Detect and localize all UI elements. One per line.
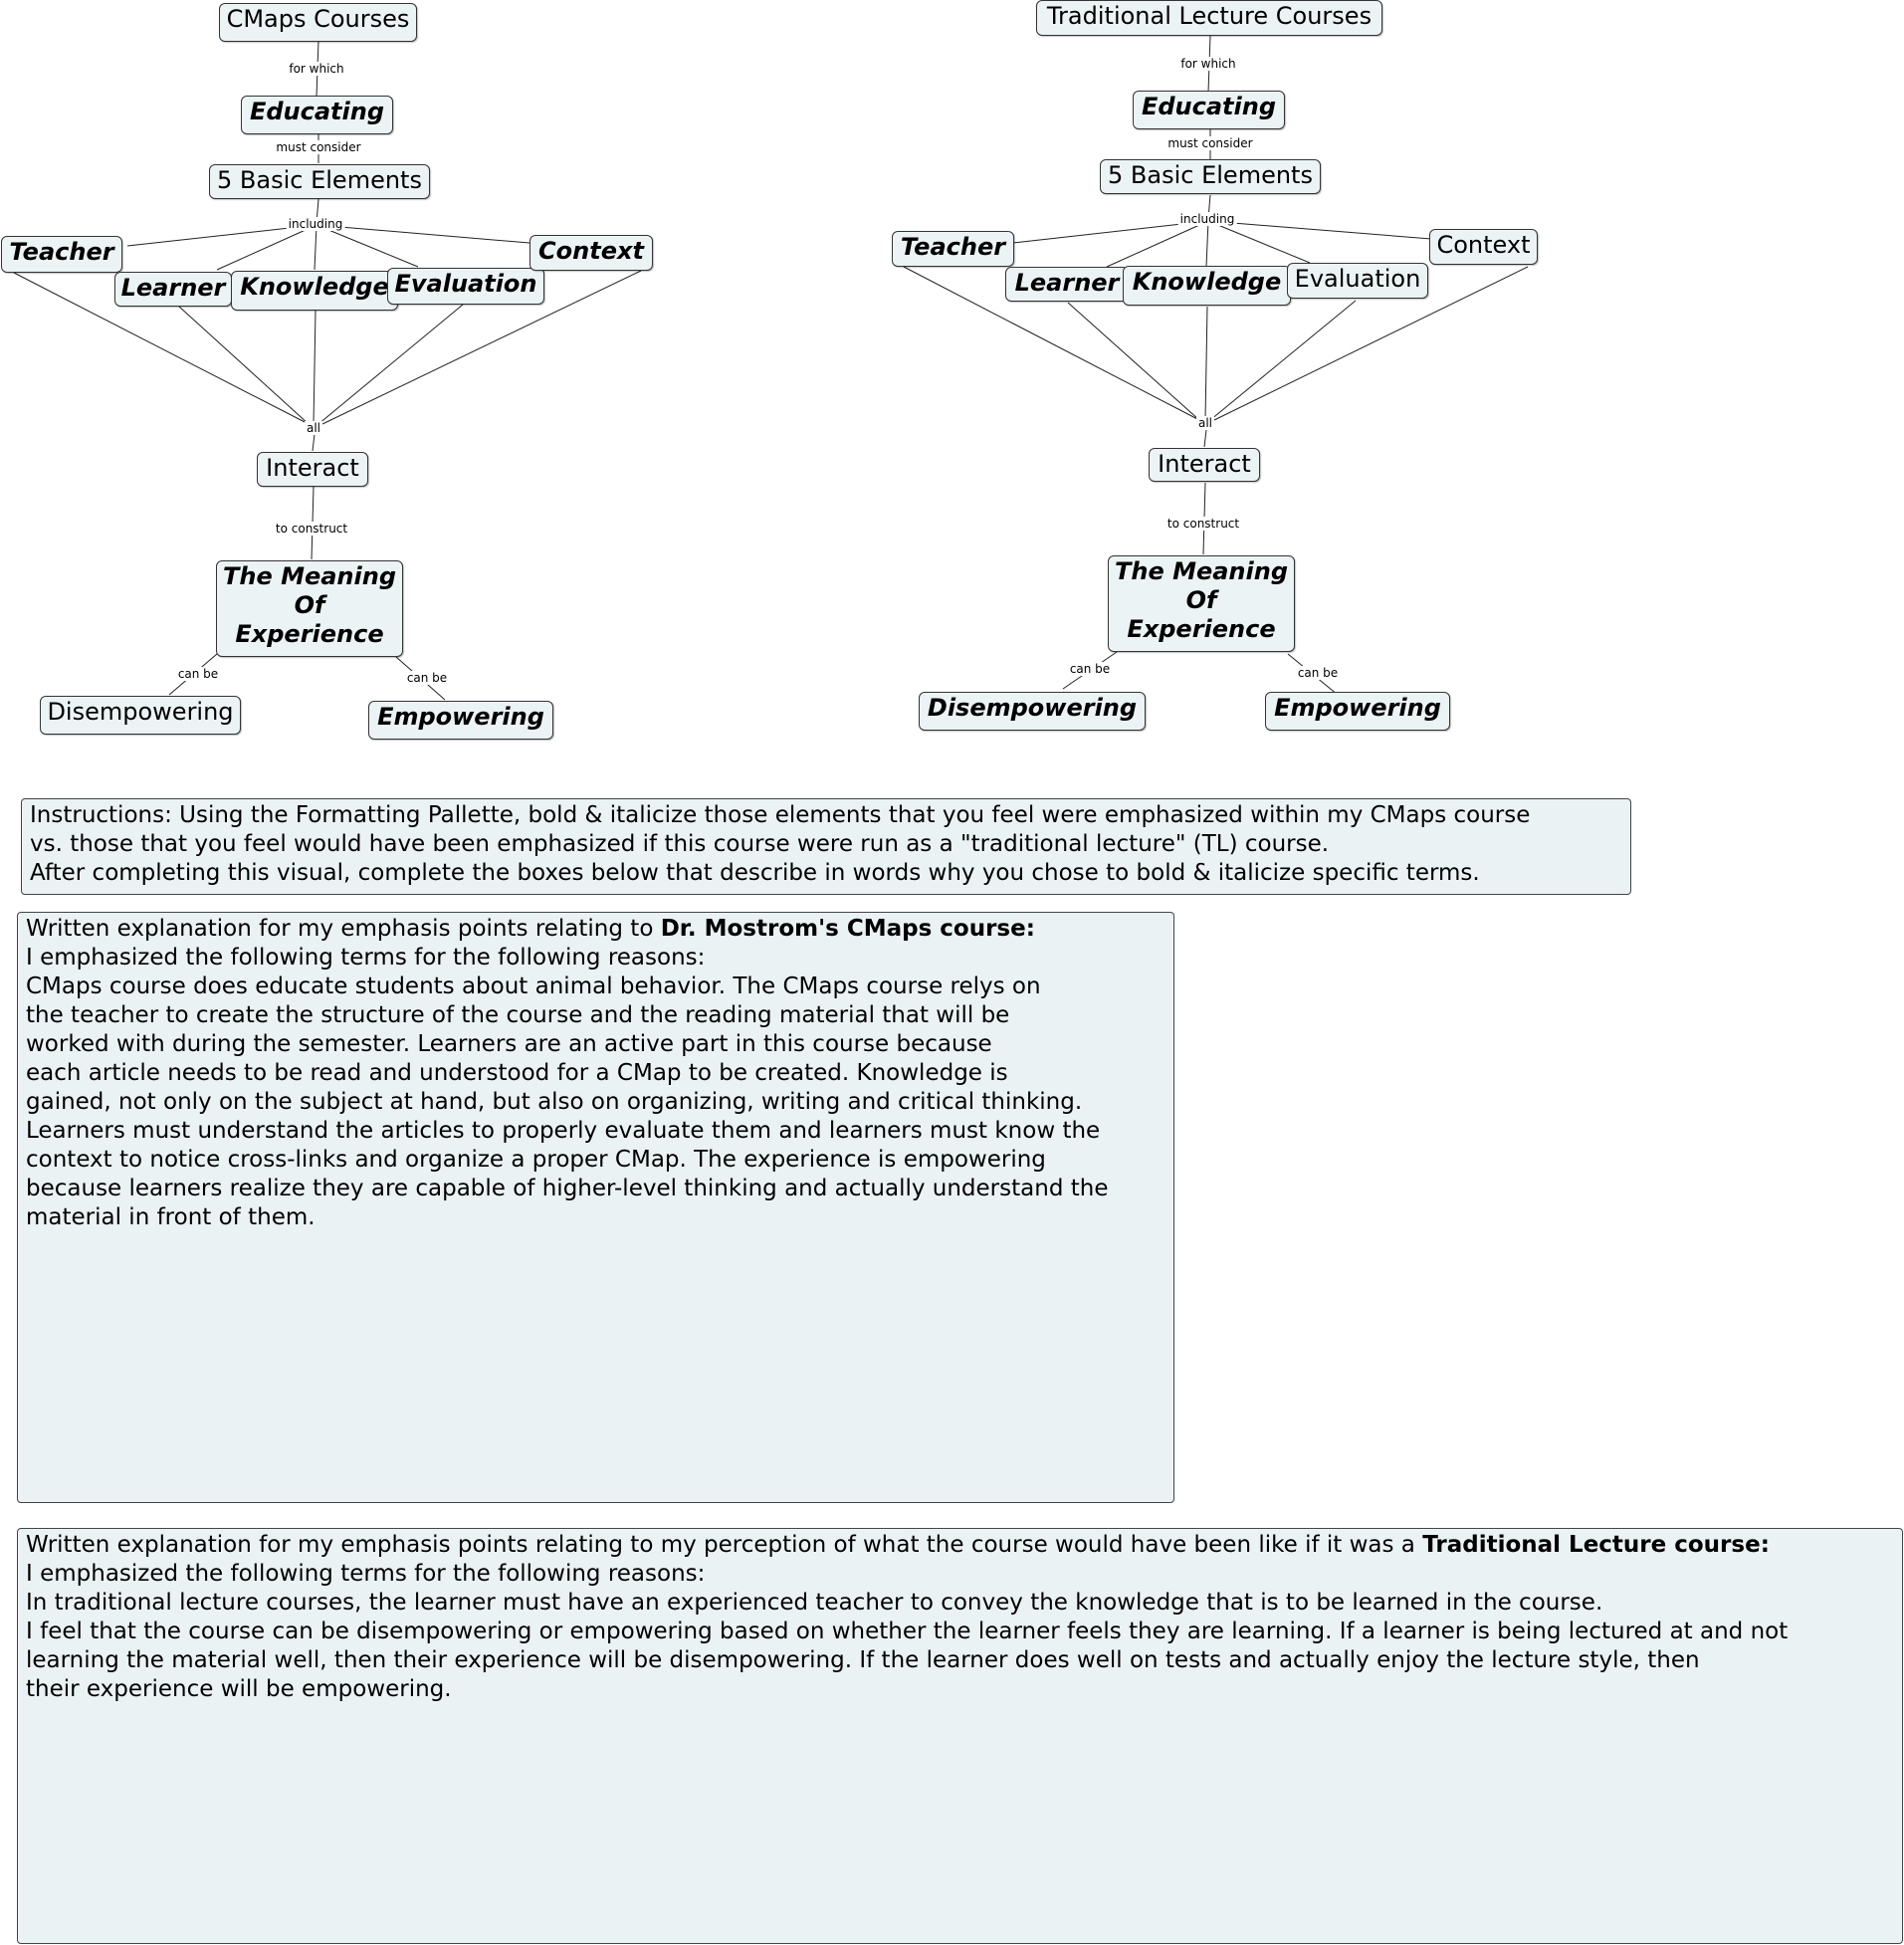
- explanation-line: In traditional lecture courses, the lear…: [26, 1590, 1603, 1616]
- explanation-line: I emphasized the following terms for the…: [26, 945, 706, 971]
- link-label-to-construct: to construct: [273, 522, 350, 536]
- tl-explanation-heading: Written explanation for my emphasis poin…: [26, 1531, 1894, 1560]
- node-5-basic-elements[interactable]: 5 Basic Elements: [1100, 159, 1321, 194]
- link-label-can-be: can be: [175, 667, 221, 681]
- instructions-line: After completing this visual, complete t…: [30, 860, 1480, 886]
- link-label-can-be: can be: [404, 671, 450, 685]
- instructions-box[interactable]: Instructions: Using the Formatting Palle…: [21, 798, 1631, 895]
- link-label-can-be: can be: [1295, 666, 1341, 680]
- node-educating[interactable]: Educating: [1133, 91, 1285, 129]
- explanation-line: Learners must understand the articles to…: [26, 1118, 1101, 1144]
- link-label-can-be: can be: [1067, 662, 1113, 676]
- node-traditional-lecture-courses[interactable]: Traditional Lecture Courses: [1036, 0, 1382, 36]
- explanation-line: context to notice cross-links and organi…: [26, 1147, 1046, 1173]
- explanation-line: the teacher to create the structure of t…: [26, 1002, 1010, 1028]
- link-label-including: including: [1177, 212, 1237, 226]
- node-meaning-of-experience[interactable]: The Meaning Of Experience: [1108, 555, 1295, 652]
- node-interact[interactable]: Interact: [1149, 448, 1260, 482]
- heading-bold: Dr. Mostrom's CMaps course:: [660, 916, 1035, 942]
- explanation-line: learning the material well, then their e…: [26, 1647, 1700, 1673]
- cmaps-explanation-heading: Written explanation for my emphasis poin…: [26, 915, 1165, 944]
- link-label-for-which: for which: [1178, 57, 1238, 71]
- explanation-line: their experience will be empowering.: [26, 1676, 452, 1702]
- heading-prefix: Written explanation for my emphasis poin…: [26, 916, 661, 942]
- node-meaning-of-experience[interactable]: The Meaning Of Experience: [216, 560, 403, 657]
- cmaps-explanation-box[interactable]: Written explanation for my emphasis poin…: [17, 912, 1174, 1503]
- node-cmaps-courses[interactable]: CMaps Courses: [219, 3, 417, 42]
- node-disempowering[interactable]: Disempowering: [40, 696, 241, 735]
- meaning-line-3: Experience: [235, 620, 384, 648]
- node-learner[interactable]: Learner: [1005, 267, 1129, 302]
- explanation-line: each article needs to be read and unders…: [26, 1060, 1008, 1086]
- tl-explanation-box[interactable]: Written explanation for my emphasis poin…: [17, 1528, 1903, 1944]
- meaning-line-1: The Meaning: [1114, 557, 1289, 585]
- instructions-line: vs. those that you feel would have been …: [30, 831, 1330, 857]
- link-label-all: all: [304, 421, 323, 435]
- explanation-line: gained, not only on the subject at hand,…: [26, 1089, 1083, 1115]
- explanation-line: worked with during the semester. Learner…: [26, 1031, 992, 1057]
- link-label-for-which: for which: [287, 62, 346, 76]
- meaning-line-2: Of: [294, 591, 325, 619]
- link-label-to-construct: to construct: [1164, 517, 1242, 531]
- node-teacher[interactable]: Teacher: [1, 236, 122, 273]
- meaning-line-2: Of: [1185, 586, 1217, 614]
- node-empowering[interactable]: Empowering: [1265, 692, 1450, 731]
- link-label-must-consider: must consider: [274, 140, 363, 154]
- link-label-including: including: [286, 217, 345, 231]
- node-5-basic-elements[interactable]: 5 Basic Elements: [209, 164, 430, 199]
- node-teacher[interactable]: Teacher: [892, 231, 1014, 267]
- meaning-line-3: Experience: [1127, 615, 1276, 643]
- node-evaluation[interactable]: Evaluation: [387, 268, 544, 305]
- explanation-line: because learners realize they are capabl…: [26, 1176, 1109, 1201]
- explanation-line: material in front of them.: [26, 1204, 316, 1230]
- meaning-line-1: The Meaning: [222, 562, 397, 590]
- heading-prefix: Written explanation for my emphasis poin…: [26, 1532, 1423, 1558]
- node-context[interactable]: Context: [529, 235, 653, 271]
- node-disempowering[interactable]: Disempowering: [919, 692, 1146, 731]
- instructions-line: Instructions: Using the Formatting Palle…: [30, 802, 1531, 828]
- node-interact[interactable]: Interact: [257, 452, 368, 487]
- explanation-line: I emphasized the following terms for the…: [26, 1561, 706, 1587]
- node-empowering[interactable]: Empowering: [368, 701, 553, 740]
- node-knowledge[interactable]: Knowledge: [1123, 266, 1291, 306]
- node-educating[interactable]: Educating: [241, 96, 393, 134]
- explanation-line: I feel that the course can be disempower…: [26, 1619, 1789, 1644]
- node-context[interactable]: Context: [1429, 229, 1538, 265]
- node-knowledge[interactable]: Knowledge: [231, 271, 398, 311]
- link-label-all: all: [1195, 416, 1215, 430]
- node-evaluation[interactable]: Evaluation: [1287, 263, 1428, 299]
- link-label-must-consider: must consider: [1165, 136, 1255, 150]
- explanation-line: CMaps course does educate students about…: [26, 973, 1041, 999]
- heading-bold: Traditional Lecture course:: [1422, 1532, 1770, 1558]
- node-learner[interactable]: Learner: [114, 272, 232, 307]
